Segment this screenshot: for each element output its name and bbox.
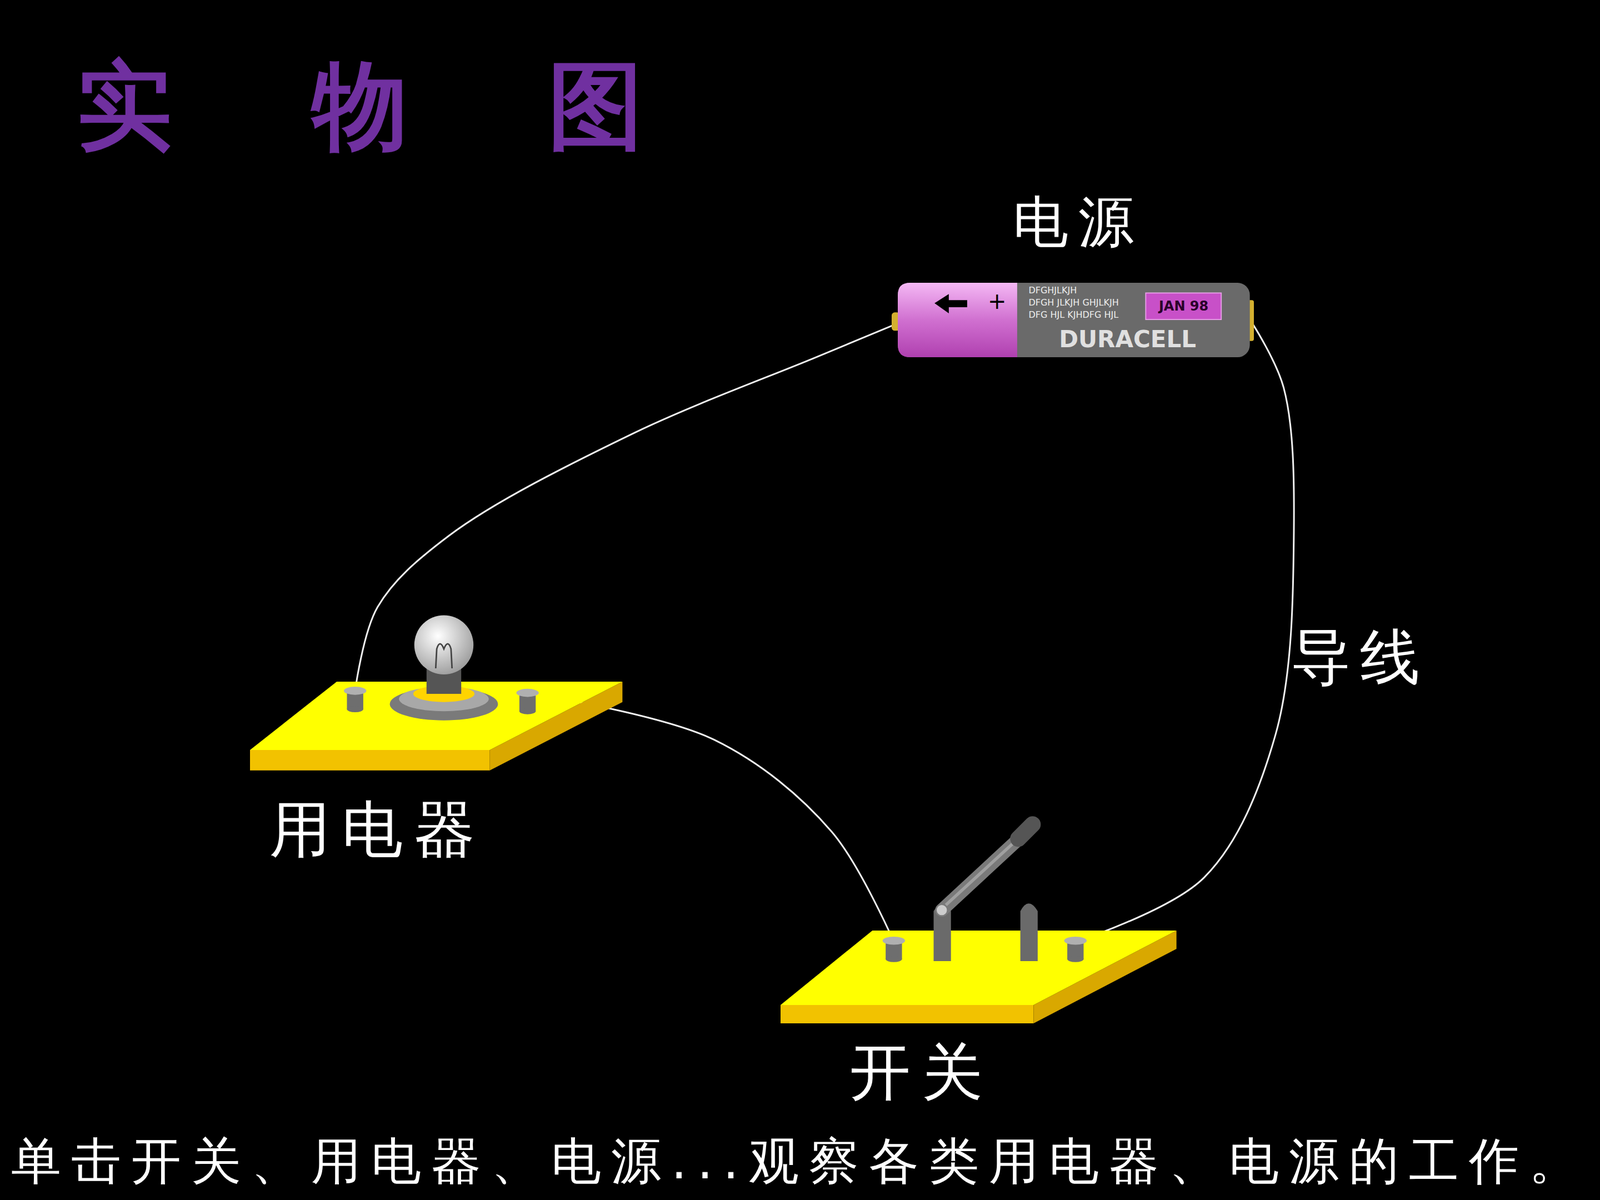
knife-switch bbox=[933, 824, 1038, 962]
battery-sleeve bbox=[897, 282, 1018, 358]
wire bbox=[355, 324, 895, 691]
terminal-screw bbox=[1064, 936, 1087, 963]
lamp-board: 用电器 bbox=[250, 612, 623, 773]
lamp-board-drawing bbox=[250, 612, 623, 773]
bulb bbox=[390, 615, 499, 721]
polarity-sign: + bbox=[987, 288, 1007, 314]
brand-name: DURACELL bbox=[1058, 326, 1197, 353]
terminal-screw bbox=[516, 688, 539, 715]
battery-print: DFGHJLKJH bbox=[1028, 285, 1077, 296]
direction-arrow bbox=[934, 293, 968, 314]
wire bbox=[1075, 324, 1294, 942]
switch-board-top bbox=[780, 930, 1177, 1005]
switch-board-front bbox=[780, 1005, 1034, 1024]
terminal-screw bbox=[343, 686, 367, 713]
part-label: 用电器 bbox=[269, 796, 487, 864]
battery-print: DFGH JLKJH GHJLKJH bbox=[1028, 297, 1119, 308]
battery: 电源+DFGHJLKJHDFGH JLKJH GHJLKJHDFG HJL KJ… bbox=[897, 282, 1252, 358]
battery-print: DFG HJL KJHDFG HJL bbox=[1028, 310, 1119, 320]
wire-label: 导线 bbox=[1291, 624, 1429, 691]
switch-board-drawing bbox=[780, 811, 1179, 1026]
terminal-screw bbox=[882, 936, 905, 963]
lamp-board-front bbox=[250, 750, 490, 771]
part-label: 电源 bbox=[1012, 191, 1144, 253]
wire bbox=[527, 692, 894, 942]
title: 实物图 bbox=[76, 53, 784, 159]
battery-body bbox=[897, 282, 1250, 358]
part-label: 开关 bbox=[849, 1038, 994, 1107]
caption: 单击开关、用电器、电源...观察各类用电器、电源的工作。 bbox=[11, 1133, 1589, 1189]
date-code: JAN 98 bbox=[1158, 298, 1209, 314]
switch-board: 开关 bbox=[780, 811, 1179, 1026]
date-box bbox=[1146, 292, 1222, 320]
